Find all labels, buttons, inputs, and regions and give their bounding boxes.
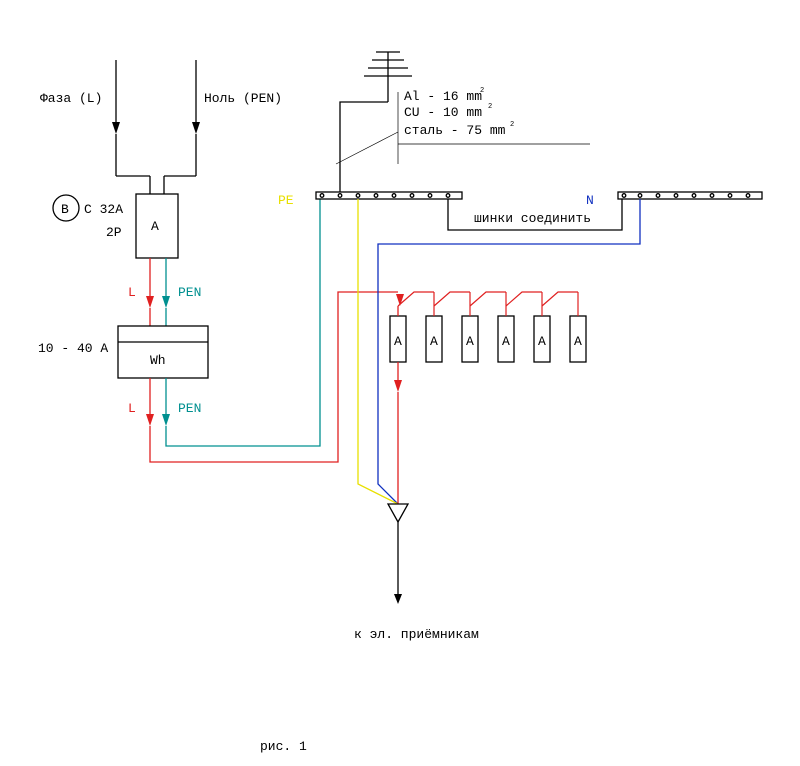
energy-meter-symbol: Wh (150, 353, 166, 368)
phase-arrow-icon (112, 122, 120, 134)
n-busbar (617, 191, 763, 200)
breaker-rating-label: C 32A (84, 202, 123, 217)
main-breaker-symbol: A (151, 219, 159, 234)
energy-meter (117, 325, 209, 379)
ground-leader-line (335, 131, 399, 165)
busbar-link-note: шинки соединить (474, 211, 591, 226)
n-busbar-terminals (621, 193, 751, 198)
busbar-link-wire (447, 199, 623, 231)
cable-junction-icon (386, 503, 410, 524)
neutral-feed-wire (377, 199, 641, 505)
n-bus-label: N (586, 193, 594, 208)
main-breaker (135, 193, 179, 259)
phase-input-label: Фаза (L) (40, 91, 102, 106)
group-breaker-symbol: A (466, 334, 474, 349)
neutral-input-label: Ноль (PEN) (204, 91, 282, 106)
group-breaker-symbol: A (502, 334, 510, 349)
phase-comb-jumpers (397, 291, 579, 316)
input-neutral-line (163, 60, 200, 194)
breaker-meter-phase-wire (146, 258, 154, 326)
group-breaker-symbol: A (430, 334, 438, 349)
neutral-arrow-icon (192, 122, 200, 134)
meter-out-pen-wire (162, 196, 321, 447)
output-arrow-icon (394, 594, 402, 604)
ground-cu-label: CU - 10 mm (404, 105, 482, 120)
pe-busbar (315, 191, 463, 200)
ground-steel-sq: 2 (510, 121, 514, 129)
breaker-poles-label: 2P (106, 225, 122, 240)
group-phase-output-wire (394, 362, 402, 504)
breaker-type-circle (52, 194, 80, 222)
pe-busbar-terminals (319, 193, 451, 198)
figure-caption: рис. 1 (260, 739, 307, 754)
breaker-meter-pen-wire (162, 258, 170, 326)
pen-label-top: PEN (178, 285, 201, 300)
pen-label-bottom: PEN (178, 401, 201, 416)
ground-al-label: Al - 16 mm (404, 89, 482, 104)
ground-symbol-icon (339, 51, 412, 196)
ground-steel-label: сталь - 75 mm (404, 123, 506, 138)
breaker-type-letter: B (61, 202, 69, 217)
pe-feed-wire (357, 199, 399, 505)
ground-cu-sq: 2 (488, 103, 492, 111)
input-phase-line (112, 60, 151, 194)
group-breaker-symbol: A (538, 334, 546, 349)
group-breaker-symbol: A (574, 334, 582, 349)
group-breakers: A A A A A A (389, 315, 587, 363)
l-label-top: L (128, 285, 136, 300)
ground-al-sq: 2 (480, 87, 484, 95)
group-breaker-symbol: A (394, 334, 402, 349)
pe-bus-label: PE (278, 193, 294, 208)
l-label-bottom: L (128, 401, 136, 416)
meter-range-label: 10 - 40 A (38, 341, 108, 356)
output-label: к эл. приёмникам (354, 627, 479, 642)
